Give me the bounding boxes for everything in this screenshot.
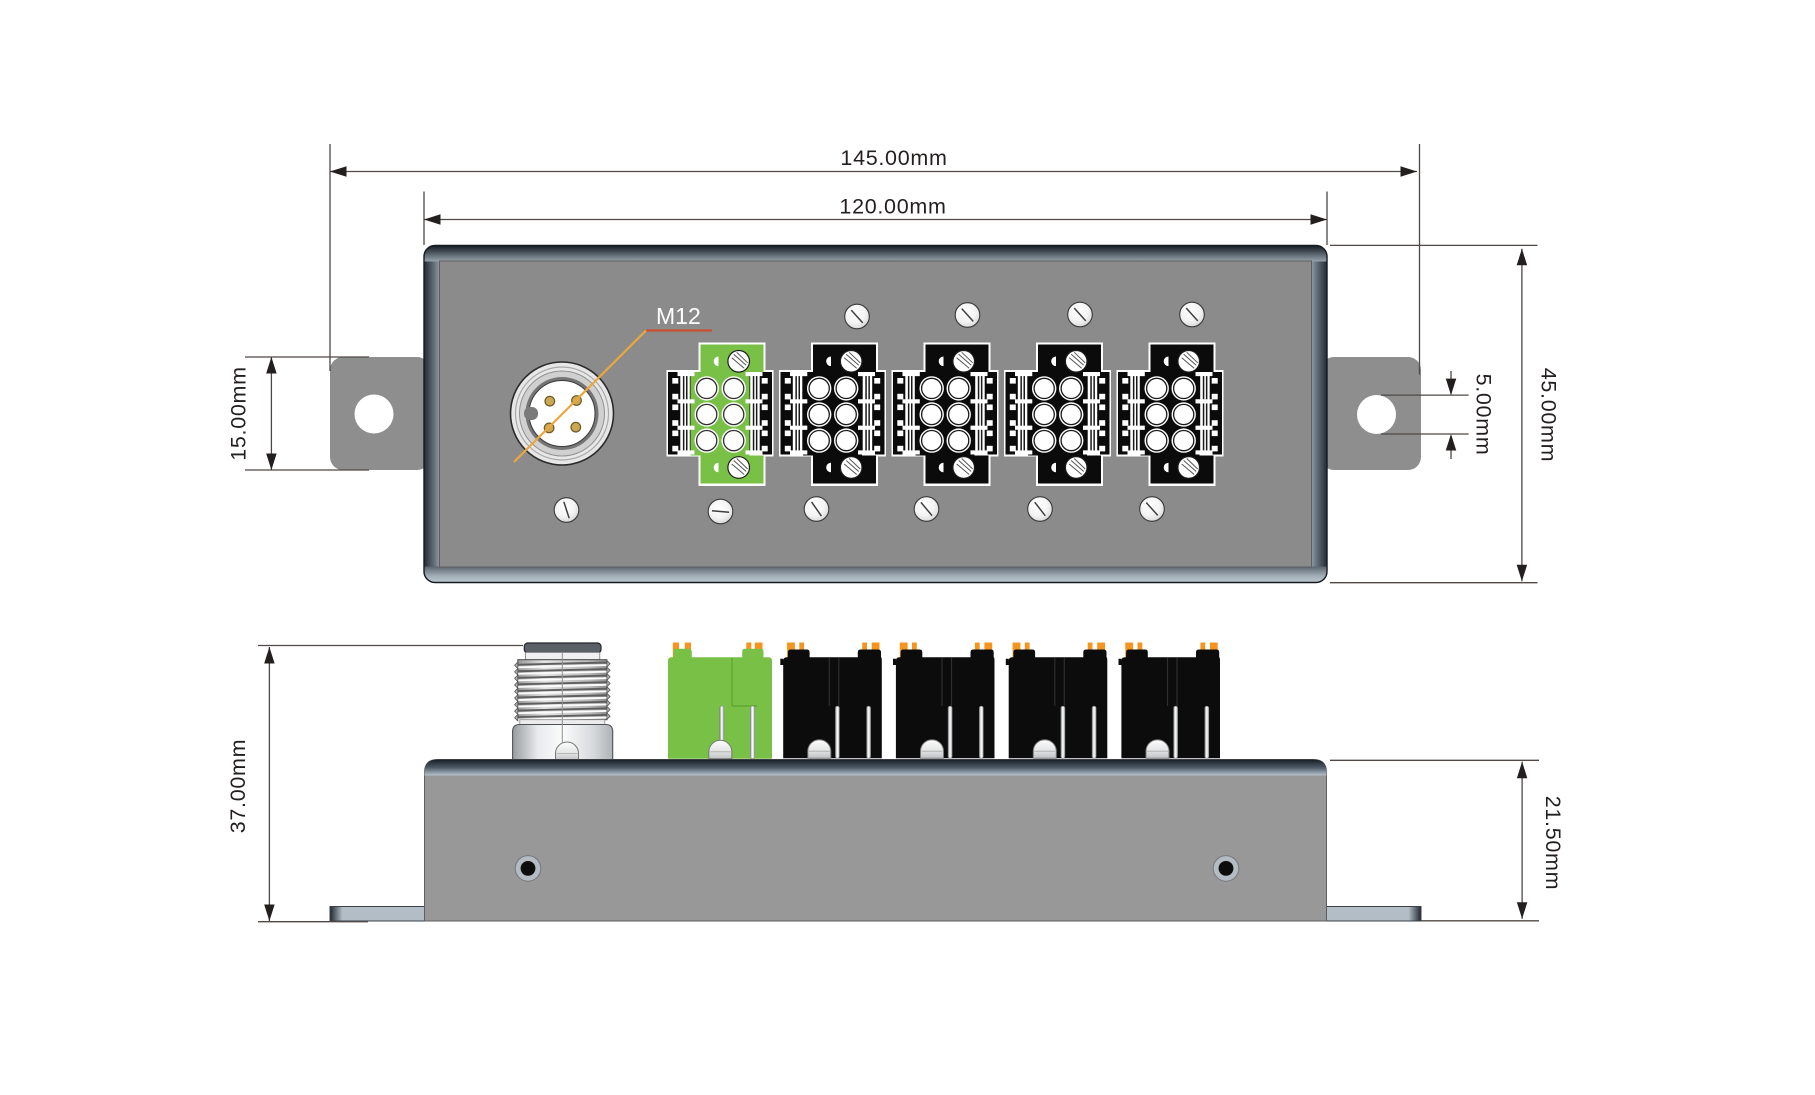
svg-text:M12: M12 [656,303,701,329]
svg-text:21.50mm: 21.50mm [1541,796,1565,891]
svg-text:120.00mm: 120.00mm [839,195,946,219]
svg-text:15.00mm: 15.00mm [226,366,250,461]
svg-text:145.00mm: 145.00mm [840,146,947,170]
svg-text:37.00mm: 37.00mm [226,739,250,834]
svg-text:45.00mm: 45.00mm [1537,368,1561,463]
svg-text:5.00mm: 5.00mm [1472,374,1496,456]
